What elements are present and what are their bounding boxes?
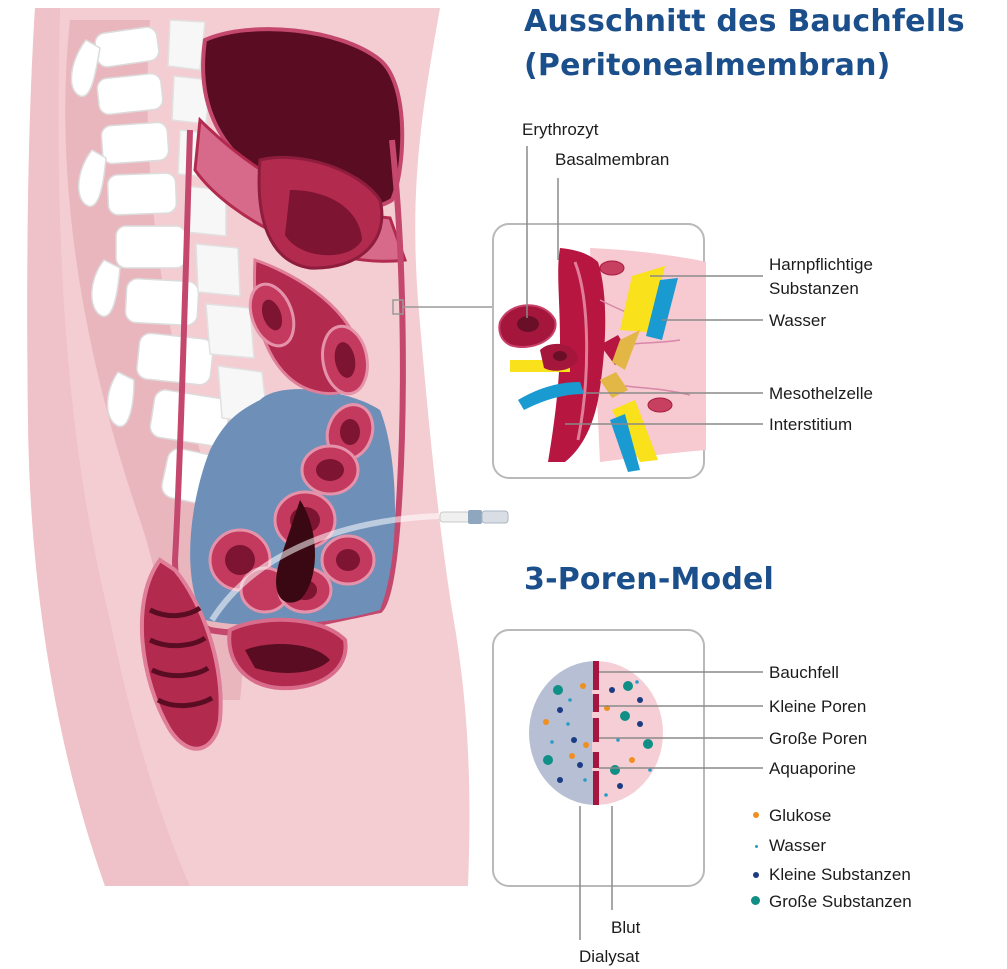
- label-dialysat: Dialysat: [579, 946, 639, 967]
- label-aquaporine: Aquaporine: [769, 758, 856, 779]
- label-basalmembran: Basalmembran: [555, 149, 669, 170]
- legend-glukose: Glukose: [769, 805, 831, 826]
- label-blut: Blut: [611, 917, 640, 938]
- label-mesothelzelle: Mesothelzelle: [769, 383, 873, 404]
- label-interstitium: Interstitium: [769, 414, 852, 435]
- kleine-substanzen-dot-icon: [753, 872, 759, 878]
- label-harnpflichtige-2: Substanzen: [769, 278, 859, 299]
- title-three-pore-model: 3-Poren-Model: [524, 560, 774, 600]
- title-section1-line2: (Peritonealmembran): [524, 46, 891, 86]
- label-kleine-poren: Kleine Poren: [769, 696, 866, 717]
- peritoneal-membrane-inset: [493, 146, 763, 478]
- label-grosse-poren: Große Poren: [769, 728, 867, 749]
- three-pore-model-inset: [493, 630, 763, 940]
- title-section1-line1: Ausschnitt des Bauchfells: [524, 2, 965, 42]
- wasser-dot-icon: [755, 845, 758, 848]
- label-erythrozyt: Erythrozyt: [522, 119, 599, 140]
- label-bauchfell: Bauchfell: [769, 662, 839, 683]
- legend-kleine-substanzen: Kleine Substanzen: [769, 864, 911, 885]
- grosse-substanzen-dot-icon: [751, 896, 760, 905]
- glukose-dot-icon: [753, 812, 759, 818]
- label-harnpflichtige-1: Harnpflichtige: [769, 254, 873, 275]
- legend-wasser: Wasser: [769, 835, 826, 856]
- legend-grosse-substanzen: Große Substanzen: [769, 891, 912, 912]
- label-wasser: Wasser: [769, 310, 826, 331]
